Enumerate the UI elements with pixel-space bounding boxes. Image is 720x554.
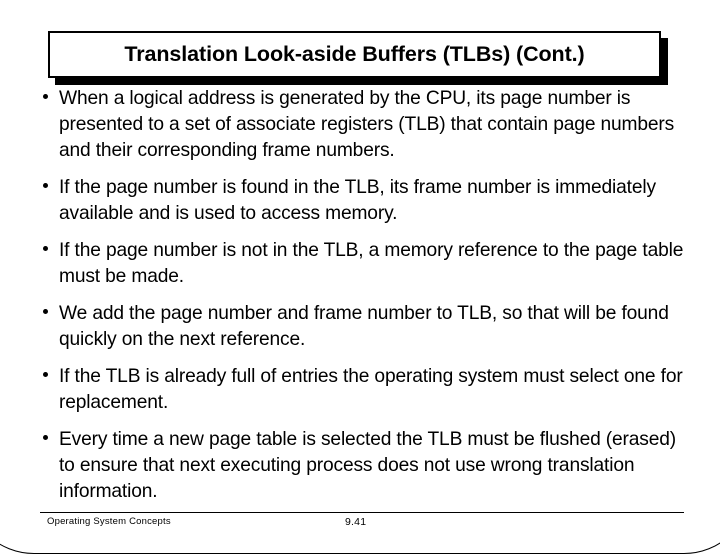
list-item: If the TLB is already full of entries th… [40,364,688,416]
list-item: We add the page number and frame number … [40,301,688,353]
round-bullet-icon [43,435,48,440]
list-item-text: Every time a new page table is selected … [59,429,677,502]
round-bullet-icon [43,372,48,377]
round-bullet-icon [43,309,48,314]
slide-title-block: Translation Look-aside Buffers (TLBs) (C… [48,31,668,85]
footer-source-label: Operating System Concepts [47,516,171,527]
round-bullet-icon [43,183,48,188]
list-item: If the page number is not in the TLB, a … [40,238,688,290]
round-bullet-icon [43,94,48,99]
footer-divider [40,512,684,513]
bullet-list: When a logical address is generated by t… [40,86,688,505]
list-item-text: When a logical address is generated by t… [59,88,675,161]
list-item-text: We add the page number and frame number … [59,303,669,350]
list-item-text: If the page number is not in the TLB, a … [59,240,684,287]
title-box: Translation Look-aside Buffers (TLBs) (C… [48,31,661,78]
list-item-text: If the TLB is already full of entries th… [59,366,683,413]
list-item-text: If the page number is found in the TLB, … [59,177,656,224]
list-item: When a logical address is generated by t… [40,86,688,164]
list-item: If the page number is found in the TLB, … [40,175,688,227]
page-title: Translation Look-aside Buffers (TLBs) (C… [124,41,585,66]
list-item: Every time a new page table is selected … [40,427,688,505]
footer-page-number: 9.41 [345,516,367,528]
round-bullet-icon [43,246,48,251]
